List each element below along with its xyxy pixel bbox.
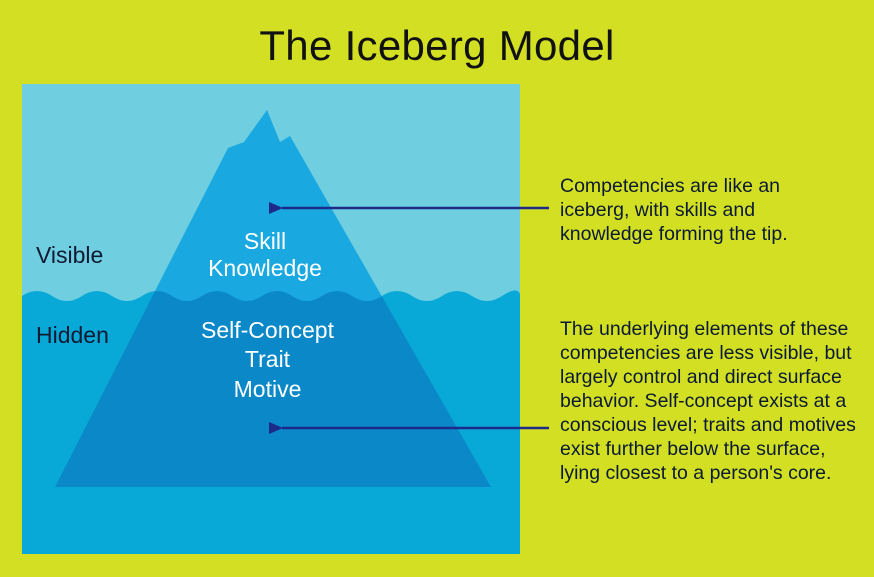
visible-label: Visible [36, 242, 104, 268]
hidden-label: Hidden [36, 322, 109, 348]
page-title: The Iceberg Model [259, 22, 615, 69]
top-callout-text: Competencies are like an iceberg, with s… [560, 175, 788, 245]
iceberg-base-text: Self-Concept Trait Motive [160, 316, 375, 404]
base-item-trait: Trait [244, 346, 291, 373]
tip-item-skill: Skill [243, 228, 287, 254]
base-item-self-concept: Self-Concept [201, 317, 334, 343]
iceberg-tip-text: Skill Knowledge [175, 228, 355, 281]
tip-item-knowledge: Knowledge [208, 254, 322, 281]
bottom-callout-text: The underlying elements of these compete… [560, 318, 856, 484]
base-item-motive: Motive [233, 375, 302, 402]
